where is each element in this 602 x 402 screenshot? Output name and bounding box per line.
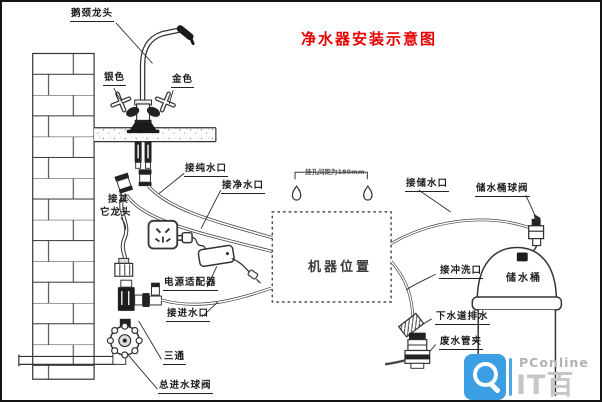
label-storage-water-port: 接储水口 <box>405 178 450 192</box>
label-hang-hole-distance: 挂孔间距为180mm <box>305 168 365 176</box>
magnifier-icon <box>473 362 498 387</box>
flush-waste-tube <box>390 260 415 317</box>
watermark-brand: PConline <box>519 355 589 370</box>
pure-water-tube <box>147 185 273 240</box>
drain-spout-icon <box>397 312 425 338</box>
label-other-faucet-line2: 它龙头 <box>100 207 132 218</box>
tank-inlet-nub-icon <box>516 252 528 262</box>
gooseneck-faucet <box>110 25 195 134</box>
watermark-name: IT百科 <box>516 370 575 401</box>
label-silver: 银色 <box>103 72 127 86</box>
main-valve-wheel <box>106 318 143 359</box>
label-gold: 金色 <box>171 74 195 88</box>
label-clean-water-port: 接净水口 <box>221 180 266 194</box>
label-storage-tank: 储水桶 <box>506 273 542 284</box>
label-other-faucet-line1: 接其 <box>108 194 130 205</box>
label-sewer-drain: 下水道排水 <box>435 311 490 325</box>
label-flush-port: 接冲洗口 <box>439 265 484 279</box>
power-adapter-box <box>197 244 235 268</box>
label-waste-pipe-clamp: 废水管夹 <box>439 336 484 350</box>
hanging-hooks <box>291 171 373 201</box>
storage-tank <box>471 246 563 397</box>
itbaike-logo-icon <box>464 354 506 400</box>
leader-arrowhead <box>533 213 541 224</box>
label-pure-water-port: 接纯水口 <box>184 163 229 177</box>
hook-icon <box>363 185 373 201</box>
clean-water-connector-icon <box>114 172 134 194</box>
faucet-supply-connectors <box>114 141 152 194</box>
diagram-title: 净水器安装示意图 <box>301 30 438 48</box>
label-tee: 三通 <box>163 351 187 365</box>
counter-top <box>94 127 217 143</box>
adapter-output-cord <box>231 257 261 284</box>
label-machine-position: 机器位置 <box>308 260 373 275</box>
pure-water-connector-icon <box>138 169 152 187</box>
other-faucet-hose <box>114 196 134 277</box>
label-water-inlet-port: 接进水口 <box>166 308 211 322</box>
power-socket-icon <box>147 219 179 250</box>
label-main-inlet-ball-valve: 总进水球阀 <box>158 380 213 394</box>
label-gooseneck-faucet: 鹅颈龙头 <box>70 8 115 22</box>
label-power-adapter: 电源适配器 <box>163 277 218 291</box>
logo-divider-bar <box>509 358 512 396</box>
machine-position-box <box>271 211 392 303</box>
leader-lines <box>113 22 538 390</box>
spacing-bracket <box>294 171 368 180</box>
clean-water-tube <box>125 194 273 254</box>
left-handle-base-icon <box>126 106 140 117</box>
brick-wall <box>32 52 95 380</box>
right-handle-base-icon <box>146 106 161 117</box>
inlet-tube <box>161 286 272 306</box>
tee-fitting <box>117 279 162 311</box>
label-storage-tank-ball-valve: 储水桶球阀 <box>475 183 530 197</box>
gold-handle-icon <box>154 91 176 113</box>
spout-tip-icon <box>176 25 194 41</box>
hook-icon <box>291 185 302 201</box>
storage-tube <box>390 218 531 245</box>
drain-assembly <box>384 312 431 369</box>
